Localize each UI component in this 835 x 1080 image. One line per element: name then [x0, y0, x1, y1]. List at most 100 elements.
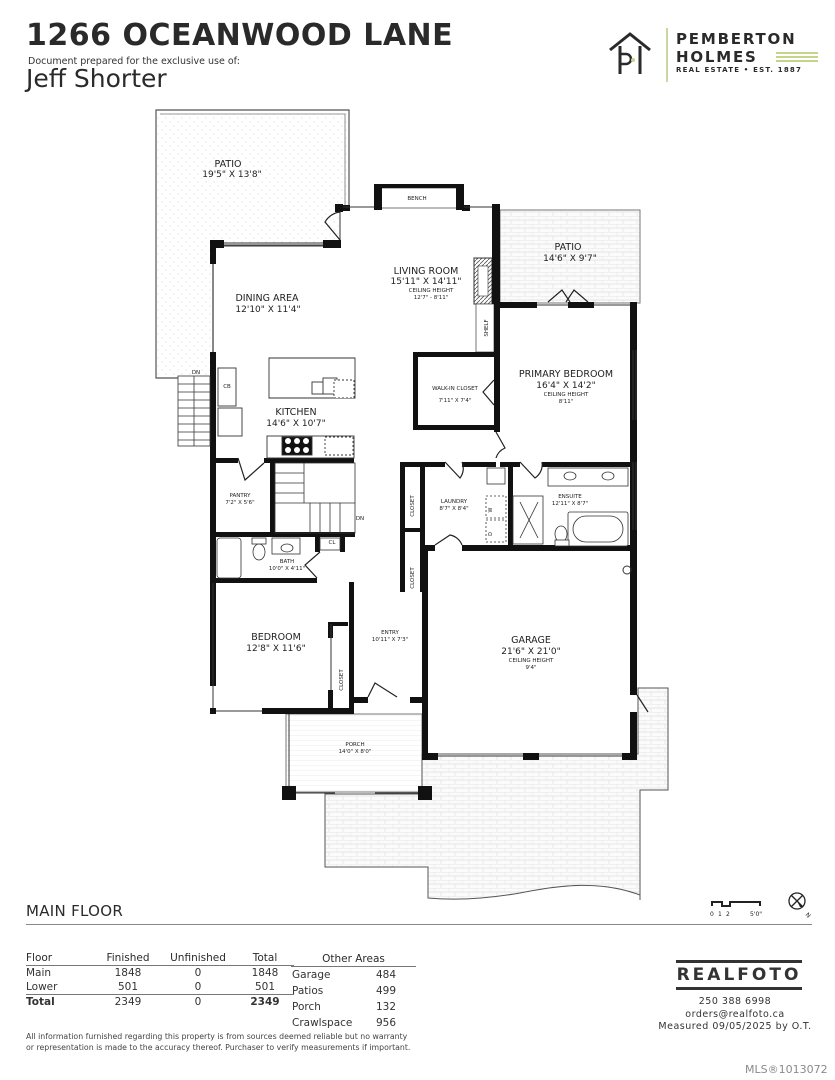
svg-text:21'6" X 21'0": 21'6" X 21'0" [501, 647, 560, 657]
table-row: Main 1848 0 1848 [26, 967, 279, 979]
col-unfinished: Unfinished [160, 952, 236, 966]
windows-and-thin-lines [212, 206, 637, 794]
svg-text:7'11" X 7'4": 7'11" X 7'4" [439, 398, 472, 404]
other-areas-header: Other Areas [291, 952, 416, 967]
patio-left [155, 109, 350, 379]
svg-text:BATH: BATH [280, 559, 295, 565]
svg-text:GARAGE: GARAGE [511, 635, 551, 646]
svg-text:N: N [804, 911, 812, 919]
svg-text:5'0": 5'0" [750, 911, 762, 918]
walls [210, 184, 637, 800]
patio-right [499, 209, 641, 304]
brand-stripes [776, 52, 818, 64]
client-name: Jeff Shorter [26, 64, 167, 93]
floor-label: MAIN FLOOR [26, 902, 124, 920]
floor-plan: PATIO 19'5" X 13'8" BENCH PATIO 14'6" X … [155, 109, 669, 900]
svg-text:CL: CL [329, 540, 337, 546]
stairs-exterior [177, 375, 211, 447]
area-table: Floor Finished Unfinished Total Main 184… [26, 952, 294, 1009]
bath-fixtures [216, 467, 629, 579]
brand-line1: PEMBERTON [676, 30, 797, 48]
svg-text:2: 2 [726, 911, 730, 918]
svg-text:CB: CB [223, 384, 231, 390]
porch [285, 713, 423, 793]
brand-line2: HOLMES [676, 48, 758, 66]
col-total: Total [236, 952, 294, 966]
room-labels: PATIO 19'5" X 13'8" BENCH PATIO 14'6" X … [192, 159, 613, 755]
col-floor: Floor [26, 952, 96, 966]
north-arrow-icon: N [788, 892, 812, 920]
svg-text:LIVING ROOM: LIVING ROOM [394, 266, 459, 277]
svg-text:CLOSET: CLOSET [410, 495, 416, 517]
logo-divider [666, 28, 668, 82]
svg-text:LAUNDRY: LAUNDRY [441, 499, 468, 505]
divider [26, 924, 812, 925]
svg-text:WALK-IN CLOSET: WALK-IN CLOSET [432, 386, 478, 392]
svg-text:KITCHEN: KITCHEN [275, 407, 316, 418]
svg-text:10'0" X 4'11": 10'0" X 4'11" [269, 566, 305, 572]
svg-text:12'11" X 8'7": 12'11" X 8'7" [552, 501, 588, 507]
svg-text:CLOSET: CLOSET [410, 567, 416, 589]
svg-text:PANTRY: PANTRY [229, 493, 251, 499]
svg-text:CLOSET: CLOSET [339, 669, 345, 691]
svg-text:15'11" X 14'11": 15'11" X 14'11" [391, 277, 462, 287]
svg-text:8'11": 8'11" [559, 399, 574, 405]
svg-text:D: D [488, 532, 494, 536]
realfoto-email: orders@realfoto.ca [685, 1008, 785, 1020]
driveway [324, 687, 669, 900]
svg-text:PRIMARY BEDROOM: PRIMARY BEDROOM [519, 369, 613, 380]
prepared-for-label: Document prepared for the exclusive use … [28, 56, 240, 67]
svg-text:SHELF: SHELF [484, 319, 490, 336]
svg-text:19'5" X 13'8": 19'5" X 13'8" [202, 170, 261, 180]
table-row: Lower 501 0 501 [26, 981, 276, 993]
svg-text:0: 0 [710, 911, 714, 918]
svg-text:ENTRY: ENTRY [381, 630, 399, 636]
total-row: Total 2349 0 2349 [26, 994, 294, 1009]
pemberton-holmes-logo: PEMBERTON HOLMES REAL ESTATE • EST. 1887 [606, 22, 835, 82]
realfoto-phone: 250 388 6998 [698, 996, 772, 1007]
disclaimer: All information furnished regarding this… [26, 1032, 411, 1052]
svg-text:12'10" X 11'4": 12'10" X 11'4" [235, 305, 300, 315]
svg-text:CEILING HEIGHT: CEILING HEIGHT [509, 658, 554, 664]
property-address: 1266 OCEANWOOD LANE [26, 18, 454, 53]
svg-text:ENSUITE: ENSUITE [558, 494, 582, 500]
svg-text:W: W [488, 507, 494, 512]
svg-text:12'8" X 11'6": 12'8" X 11'6" [246, 644, 305, 654]
svg-text:16'4" X 14'2": 16'4" X 14'2" [536, 381, 595, 391]
svg-text:7'2" X 5'6": 7'2" X 5'6" [225, 500, 254, 506]
svg-text:CEILING HEIGHT: CEILING HEIGHT [409, 288, 454, 294]
stairs-interior [274, 462, 356, 534]
col-finished: Finished [96, 952, 160, 966]
svg-text:8'7" X 8'4": 8'7" X 8'4" [439, 506, 468, 512]
mls-number: MLS®1013072 [745, 1063, 828, 1076]
house-logo-icon [609, 32, 651, 74]
svg-text:9'4": 9'4" [525, 665, 536, 671]
svg-text:BENCH: BENCH [407, 196, 426, 202]
realfoto-logo: REALFOTO [676, 960, 802, 990]
svg-text:14'6" X 9'7": 14'6" X 9'7" [543, 254, 597, 264]
doors [237, 211, 649, 713]
svg-text:BEDROOM: BEDROOM [251, 632, 301, 643]
realfoto-contact: 250 388 6998 orders@realfoto.ca Measured… [640, 996, 830, 1034]
svg-text:1: 1 [718, 911, 722, 918]
svg-text:14'6" X 10'7": 14'6" X 10'7" [266, 419, 325, 429]
svg-text:10'11" X 7'3": 10'11" X 7'3" [372, 637, 408, 643]
svg-text:PORCH: PORCH [345, 742, 364, 748]
realfoto-name: REALFOTO [676, 965, 802, 985]
measured-note: Measured 09/05/2025 by O.T. [658, 1021, 812, 1032]
svg-text:DN: DN [356, 516, 364, 522]
svg-text:12'7" - 8'11": 12'7" - 8'11" [414, 295, 449, 301]
svg-text:CEILING HEIGHT: CEILING HEIGHT [544, 392, 589, 398]
svg-text:14'0" X 8'0": 14'0" X 8'0" [339, 749, 372, 755]
svg-text:PATIO: PATIO [215, 159, 242, 170]
svg-text:DN: DN [192, 370, 200, 376]
svg-text:PATIO: PATIO [555, 242, 582, 253]
scale-bar: 0 1 2 5'0" [710, 901, 762, 918]
svg-text:DINING AREA: DINING AREA [235, 293, 299, 304]
brand-tagline: REAL ESTATE • EST. 1887 [676, 66, 803, 74]
